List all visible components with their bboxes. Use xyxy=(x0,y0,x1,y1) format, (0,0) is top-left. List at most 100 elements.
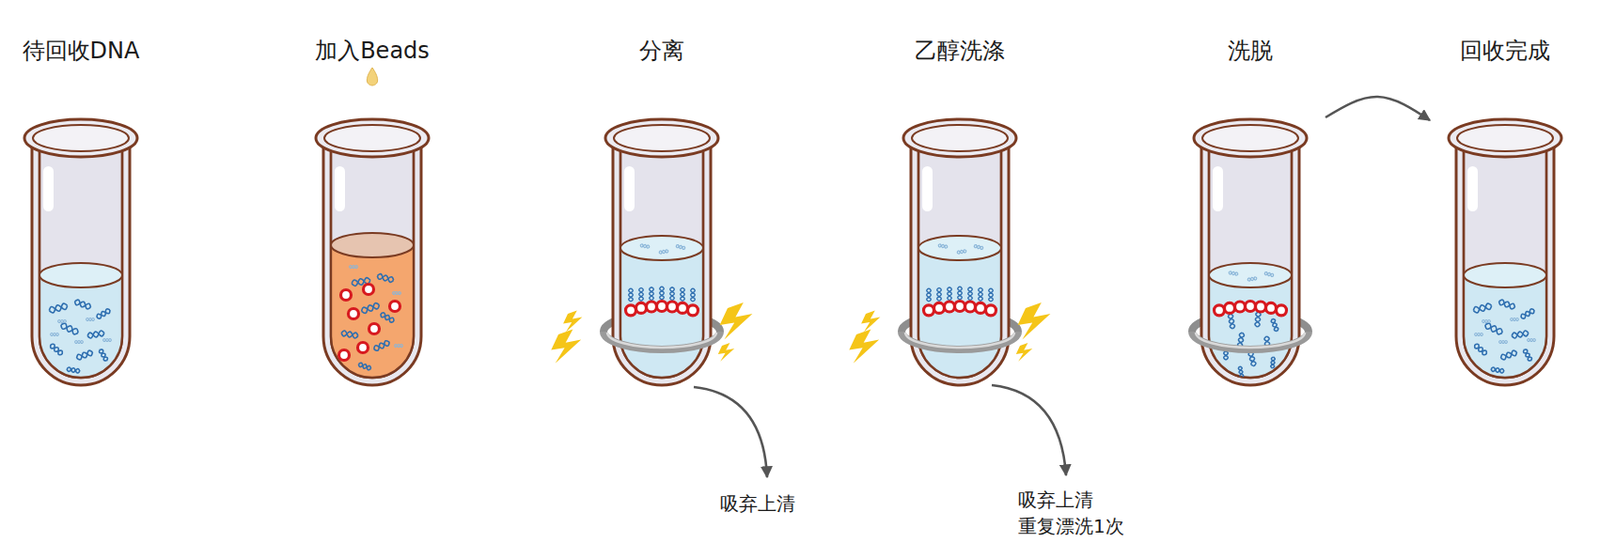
dna-strand xyxy=(74,298,93,311)
tube-step: 待回收DNA xyxy=(5,35,157,403)
dna-strand xyxy=(1264,271,1275,278)
leader-arrow xyxy=(693,387,768,478)
liquid xyxy=(1207,275,1294,386)
magnetic-bead xyxy=(975,302,987,314)
dna-strand xyxy=(1238,366,1244,378)
magnet-bolt xyxy=(718,343,735,362)
magnetic-bead xyxy=(636,302,647,314)
dna-strand xyxy=(1511,330,1530,340)
dna-strand xyxy=(50,333,60,337)
dna-strand xyxy=(58,320,67,324)
dna-strand xyxy=(349,266,359,269)
magnetic-bead xyxy=(339,350,350,361)
dna-strand xyxy=(1498,298,1517,311)
magnetic-bead xyxy=(677,302,689,314)
magnetic-bead xyxy=(1214,305,1225,316)
magnetic-bead xyxy=(667,301,678,313)
magnetic-bead xyxy=(986,305,997,316)
dna-strand xyxy=(376,273,395,283)
flow-arrow xyxy=(1325,96,1430,121)
dna-strand xyxy=(360,302,380,315)
dna-strand xyxy=(1473,343,1489,357)
dna-strand xyxy=(48,343,64,357)
test-tube xyxy=(1429,35,1581,403)
dna-strand xyxy=(978,287,984,301)
dna-strand xyxy=(680,287,686,301)
step-title: 乙醇洗涤 xyxy=(884,35,1036,66)
dna-strand xyxy=(1247,277,1257,283)
step-title: 待回收DNA xyxy=(5,35,157,66)
dna-strand xyxy=(640,244,650,250)
magnetic-bead xyxy=(1266,302,1277,314)
dna-strand xyxy=(938,244,948,250)
magnet-ring xyxy=(901,331,1019,350)
dna-strand xyxy=(47,302,68,314)
magnetic-bead xyxy=(369,324,380,335)
dna-strand xyxy=(373,340,392,353)
test-tube xyxy=(1175,35,1326,403)
magnet-bolt xyxy=(1018,302,1051,341)
test-tube xyxy=(297,35,448,403)
dna-strand xyxy=(1520,308,1536,321)
magnet-bolt xyxy=(720,302,753,341)
magnetic-bead xyxy=(1245,301,1256,313)
magnetic-bead xyxy=(646,301,658,313)
magnet-bolt xyxy=(1016,343,1033,362)
dna-strand xyxy=(1270,357,1276,369)
magnetic-bead xyxy=(688,305,699,316)
dna-strand xyxy=(926,288,932,302)
dna-strand xyxy=(639,287,644,301)
magnetic-bead xyxy=(1235,301,1246,313)
magnetic-bead xyxy=(1255,301,1267,313)
dna-strand xyxy=(358,361,373,371)
tube-step: 乙醇洗涤 xyxy=(884,35,1036,403)
magnet-bolt xyxy=(861,311,880,333)
dna-strand xyxy=(973,244,985,251)
magnetic-bead xyxy=(944,301,956,313)
dna-strand xyxy=(937,287,942,301)
magnetic-bead xyxy=(1276,305,1287,316)
dna-strand xyxy=(392,292,402,296)
dna-strand xyxy=(947,287,953,301)
magnetic-bead xyxy=(1224,302,1236,314)
test-tube xyxy=(884,35,1036,403)
tube-step: 洗脱 xyxy=(1175,35,1326,403)
dna-strand xyxy=(1490,367,1506,375)
magnetic-bead xyxy=(363,284,375,296)
dna-strand xyxy=(1247,351,1256,368)
dna-strand xyxy=(1510,318,1520,322)
dna-strand xyxy=(1484,322,1505,336)
dna-strand xyxy=(87,330,106,340)
dna-strand xyxy=(675,244,686,251)
dna-strand xyxy=(1228,271,1239,277)
step-title: 洗脱 xyxy=(1175,35,1326,66)
dna-strand xyxy=(341,330,360,340)
dna-strand xyxy=(98,348,110,362)
test-tube xyxy=(586,35,738,403)
step-title: 回收完成 xyxy=(1429,35,1581,66)
dna-strand xyxy=(628,288,634,302)
tube-step: 回收完成 xyxy=(1429,35,1581,403)
dna-strand xyxy=(394,345,404,348)
dna-strand xyxy=(66,367,81,375)
magnet-ring xyxy=(603,331,721,350)
dna-strand xyxy=(690,288,696,302)
dna-strand xyxy=(1500,349,1519,361)
step-note: 吸弃上清 重复漂洗1次 xyxy=(1018,486,1125,540)
magnet-ring xyxy=(1192,331,1309,350)
magnetic-bead xyxy=(657,301,668,313)
dna-strand xyxy=(1474,333,1484,337)
dna-strand xyxy=(103,339,112,343)
bead-drop xyxy=(366,67,377,86)
dna-strand xyxy=(957,286,963,300)
dna-strand xyxy=(670,287,675,301)
magnetic-bead xyxy=(390,301,401,313)
magnetic-bead xyxy=(341,290,352,301)
magnetic-bead xyxy=(965,301,976,313)
magnet-bolt xyxy=(563,311,582,333)
dna-strand xyxy=(1527,339,1537,343)
magnetic-bead xyxy=(955,301,966,313)
magnetic-bead xyxy=(934,302,945,314)
magnet-bolt xyxy=(848,329,879,364)
